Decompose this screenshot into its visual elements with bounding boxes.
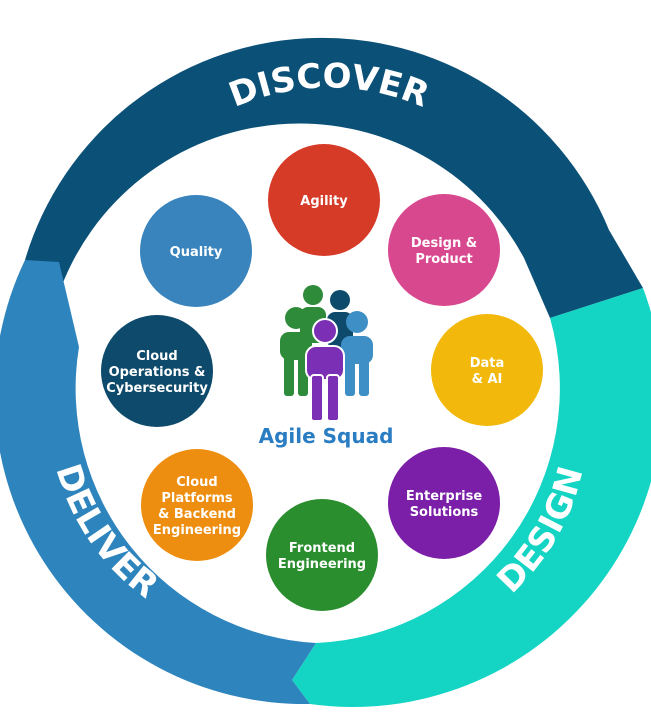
discipline-design-product: Design &Product xyxy=(388,194,500,306)
discipline-label-line: Engineering xyxy=(153,523,241,538)
discipline-circle xyxy=(388,447,500,559)
discipline-label-line: Cybersecurity xyxy=(106,381,208,396)
discipline-label-line: Cloud xyxy=(136,349,178,364)
team-people-icon xyxy=(280,285,373,422)
deliver-ring-segment xyxy=(0,260,316,705)
discipline-circle xyxy=(101,315,213,427)
discipline-label: Design &Product xyxy=(411,236,477,267)
discipline-agility: Agility xyxy=(268,144,380,256)
discipline-label-line: & AI xyxy=(472,372,503,387)
discipline-label-line: Data xyxy=(470,356,505,371)
discipline-circle xyxy=(266,499,378,611)
discipline-label: Quality xyxy=(170,245,223,260)
discipline-label-line: Product xyxy=(415,252,472,267)
discipline-data-ai: Data& AI xyxy=(431,314,543,426)
discipline-circle xyxy=(431,314,543,426)
discipline-circle xyxy=(140,195,252,307)
discover-ring-segment xyxy=(25,37,643,318)
design-ring-segment xyxy=(292,288,651,707)
phase-ring xyxy=(0,37,651,707)
discipline-circle xyxy=(141,449,253,561)
discipline-label-line: Solutions xyxy=(410,505,479,520)
discipline-label: Data& AI xyxy=(470,356,505,387)
discipline-label: Agility xyxy=(300,194,348,209)
discipline-label-line: Agility xyxy=(300,194,348,209)
discipline-label-line: Operations & xyxy=(109,365,206,380)
discipline-label-line: Platforms xyxy=(161,491,233,506)
discipline-circle xyxy=(268,144,380,256)
discipline-label-line: Cloud xyxy=(176,475,218,490)
discipline-label-line: Frontend xyxy=(289,541,355,556)
discipline-label-line: Design & xyxy=(411,236,477,251)
discipline-label-line: Enterprise xyxy=(406,489,482,504)
discipline-circle xyxy=(388,194,500,306)
discipline-label-line: Quality xyxy=(170,245,223,260)
discipline-label-line: & Backend xyxy=(158,507,236,522)
discipline-label-line: Engineering xyxy=(278,557,366,572)
discipline-quality: Quality xyxy=(140,195,252,307)
agile-squad-label: Agile Squad xyxy=(259,424,394,448)
